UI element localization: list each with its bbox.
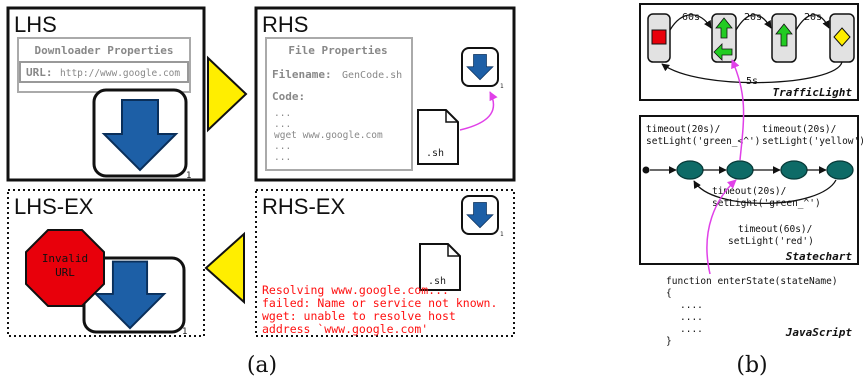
traffic-light-title: TrafficLight: [773, 86, 853, 99]
code-line: ...: [274, 108, 291, 119]
caption-a: (a): [247, 353, 277, 378]
js-line: {: [666, 288, 672, 299]
caption-b: (b): [736, 353, 767, 378]
statechart-title: Statechart: [786, 250, 853, 263]
duration-label: 20s: [744, 12, 762, 23]
file-ext-label: .sh: [426, 148, 444, 159]
transform-arrow-right-icon: [207, 55, 248, 133]
lhs-panel: LHS Downloader Properties URL: http://ww…: [6, 6, 206, 182]
filename-label: Filename:: [272, 68, 332, 81]
url-label: URL:: [26, 66, 53, 79]
trace-link: [459, 91, 498, 131]
js-line: function enterState(stateName): [666, 276, 838, 287]
statechart-label: setLight('yellow'): [762, 136, 865, 147]
url-field: [19, 61, 189, 83]
code-line: ...: [274, 141, 291, 152]
duration-label: 60s: [682, 12, 700, 23]
error-line: wget: unable to resolve host: [262, 309, 456, 323]
stop-sign-line: URL: [55, 266, 75, 279]
code-line: ...: [274, 119, 291, 130]
lhs-badge: 1: [186, 171, 191, 181]
statechart-frame: [639, 115, 859, 265]
trace-link: [706, 179, 737, 275]
transition: [795, 14, 830, 31]
lhs-ex-title: LHS-EX: [14, 194, 94, 219]
transition: [735, 14, 772, 31]
red-light-icon: [651, 29, 667, 45]
error-line: Resolving www.google.com...: [262, 283, 449, 297]
state-node: [826, 160, 854, 180]
error-line: failed: Name or service not known.: [262, 296, 497, 310]
lhs-title: LHS: [14, 12, 57, 37]
lhs-section-title: Downloader Properties: [34, 44, 173, 57]
lhs-ex-panel: LHS-EX Invalid URL 1: [7, 189, 205, 337]
javascript-title: JavaScript: [785, 326, 853, 339]
url-value: http://www.google.com: [60, 68, 180, 79]
rhs-ex-title: RHS-EX: [262, 194, 345, 219]
statechart-label: timeout(60s)/: [738, 224, 812, 235]
js-line: ....: [680, 300, 703, 311]
rhs-title: RHS: [262, 12, 308, 37]
statechart-label: setLight('red'): [728, 236, 814, 247]
rhs-section-title: File Properties: [288, 44, 387, 57]
transition: [661, 61, 843, 84]
duration-label: 5s: [746, 76, 758, 87]
trace-link: [731, 59, 745, 161]
javascript-panel: function enterState(stateName) { .... ..…: [666, 276, 852, 347]
js-line: ....: [680, 312, 703, 323]
yellow-diamond-icon: [833, 27, 851, 47]
statechart-label: timeout(20s)/: [646, 124, 720, 135]
file-icon: [417, 109, 459, 165]
js-line: }: [666, 336, 672, 347]
state-node: [780, 160, 808, 180]
rhs-panel: RHS File Properties Filename: GenCode.sh…: [254, 6, 516, 182]
js-line: ....: [680, 324, 703, 335]
rhs-ex-file-ext: .sh: [428, 276, 446, 287]
statechart-panel: timeout(20s)/ setLight('green_<^') timeo…: [639, 115, 865, 265]
code-line: wget www.google.com: [274, 130, 383, 141]
rhs-ex-badge: 1: [500, 231, 504, 238]
state-node: [726, 160, 754, 180]
error-line: address `www.google.com': [262, 322, 428, 336]
rhs-badge: 1: [500, 83, 504, 90]
rhs-properties-box: [265, 37, 413, 171]
green-left-arrow-icon: [713, 43, 733, 61]
duration-label: 20s: [804, 12, 822, 23]
code-line: ...: [274, 152, 291, 163]
rhs-frame: [254, 6, 516, 182]
traffic-light-panel: 60s 20s 20s 5s TrafficLight: [639, 3, 859, 101]
code-label: Code:: [272, 90, 305, 103]
initial-state: [642, 166, 650, 174]
statechart-label: setLight('green_<^'): [646, 136, 760, 147]
statechart-label: timeout(20s)/: [762, 124, 836, 135]
stop-sign-line: Invalid: [42, 252, 88, 265]
state-node: [676, 160, 704, 180]
filename-value: GenCode.sh: [342, 70, 402, 81]
transform-arrow-left-icon: [204, 231, 245, 305]
green-up-arrow-icon: [775, 23, 793, 47]
invalid-url-stop-sign-icon: [25, 229, 105, 307]
traffic-light-frame: [639, 3, 859, 101]
transition: [669, 14, 712, 31]
statechart-label: timeout(20s)/: [712, 186, 786, 197]
statechart-label: setLight('green_^'): [712, 198, 821, 209]
rhs-ex-panel: RHS-EX 1 .sh Resolving www.google.com...…: [255, 189, 515, 337]
transition: [693, 179, 837, 205]
lhs-ex-badge: 1: [182, 327, 187, 337]
green-up-arrow-icon: [715, 17, 733, 39]
